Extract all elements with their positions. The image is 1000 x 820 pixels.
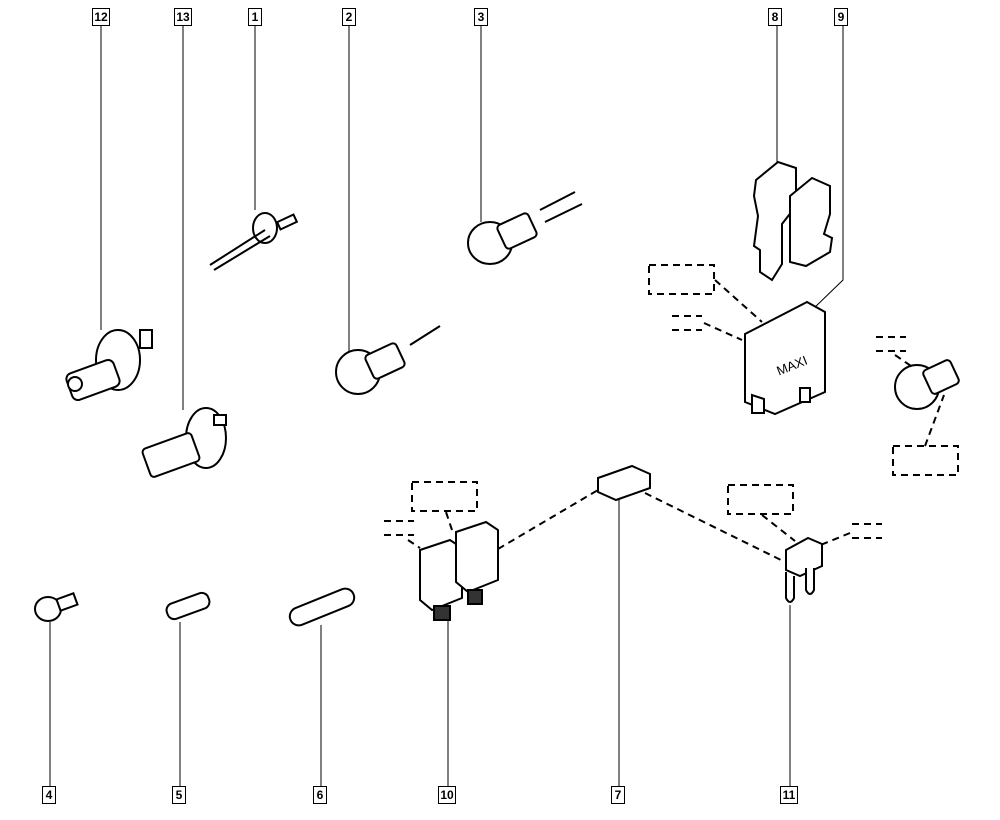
bayonet-bulb-2-icon [335,325,441,395]
callout-6[interactable]: 6 [313,786,327,804]
ref-box [727,484,794,515]
callout-13[interactable]: 13 [174,8,192,26]
callout-3[interactable]: 3 [474,8,488,26]
leader-line-9 [811,26,844,311]
wedge-bulb-4-icon [34,592,79,622]
ref-box [892,445,959,476]
mini-fuse-11-icon [785,536,823,603]
ref-box-small [852,523,882,539]
callout-11[interactable]: 11 [780,786,798,804]
callout-10[interactable]: 10 [438,786,456,804]
headlamp-bulb-13-icon [141,407,227,478]
ref-box [648,264,715,295]
bayonet-bulb-right-icon [894,359,960,410]
callout-1[interactable]: 1 [248,8,262,26]
ref-box-small [384,520,414,536]
bulb-h1-icon [209,212,299,271]
fuse-puller-7-icon [597,464,651,502]
callout-12[interactable]: 12 [92,8,110,26]
bayonet-bulb-3-icon [467,191,583,265]
callout-4[interactable]: 4 [42,786,56,804]
callout-5[interactable]: 5 [172,786,186,804]
callout-7[interactable]: 7 [611,786,625,804]
wedge-bulb-5-icon [165,591,211,621]
maxi-fuse-9-icon [744,300,826,416]
blade-fuse-10-icon [419,520,499,621]
ref-box-small [672,315,702,331]
festoon-bulb-6-icon [288,587,356,627]
headlamp-bulb-12-icon [65,329,153,402]
callout-2[interactable]: 2 [342,8,356,26]
callout-8[interactable]: 8 [768,8,782,26]
ref-box [411,481,478,512]
callout-9[interactable]: 9 [834,8,848,26]
fuse-holder-8-icon [752,160,834,282]
ref-box-small [876,336,906,352]
